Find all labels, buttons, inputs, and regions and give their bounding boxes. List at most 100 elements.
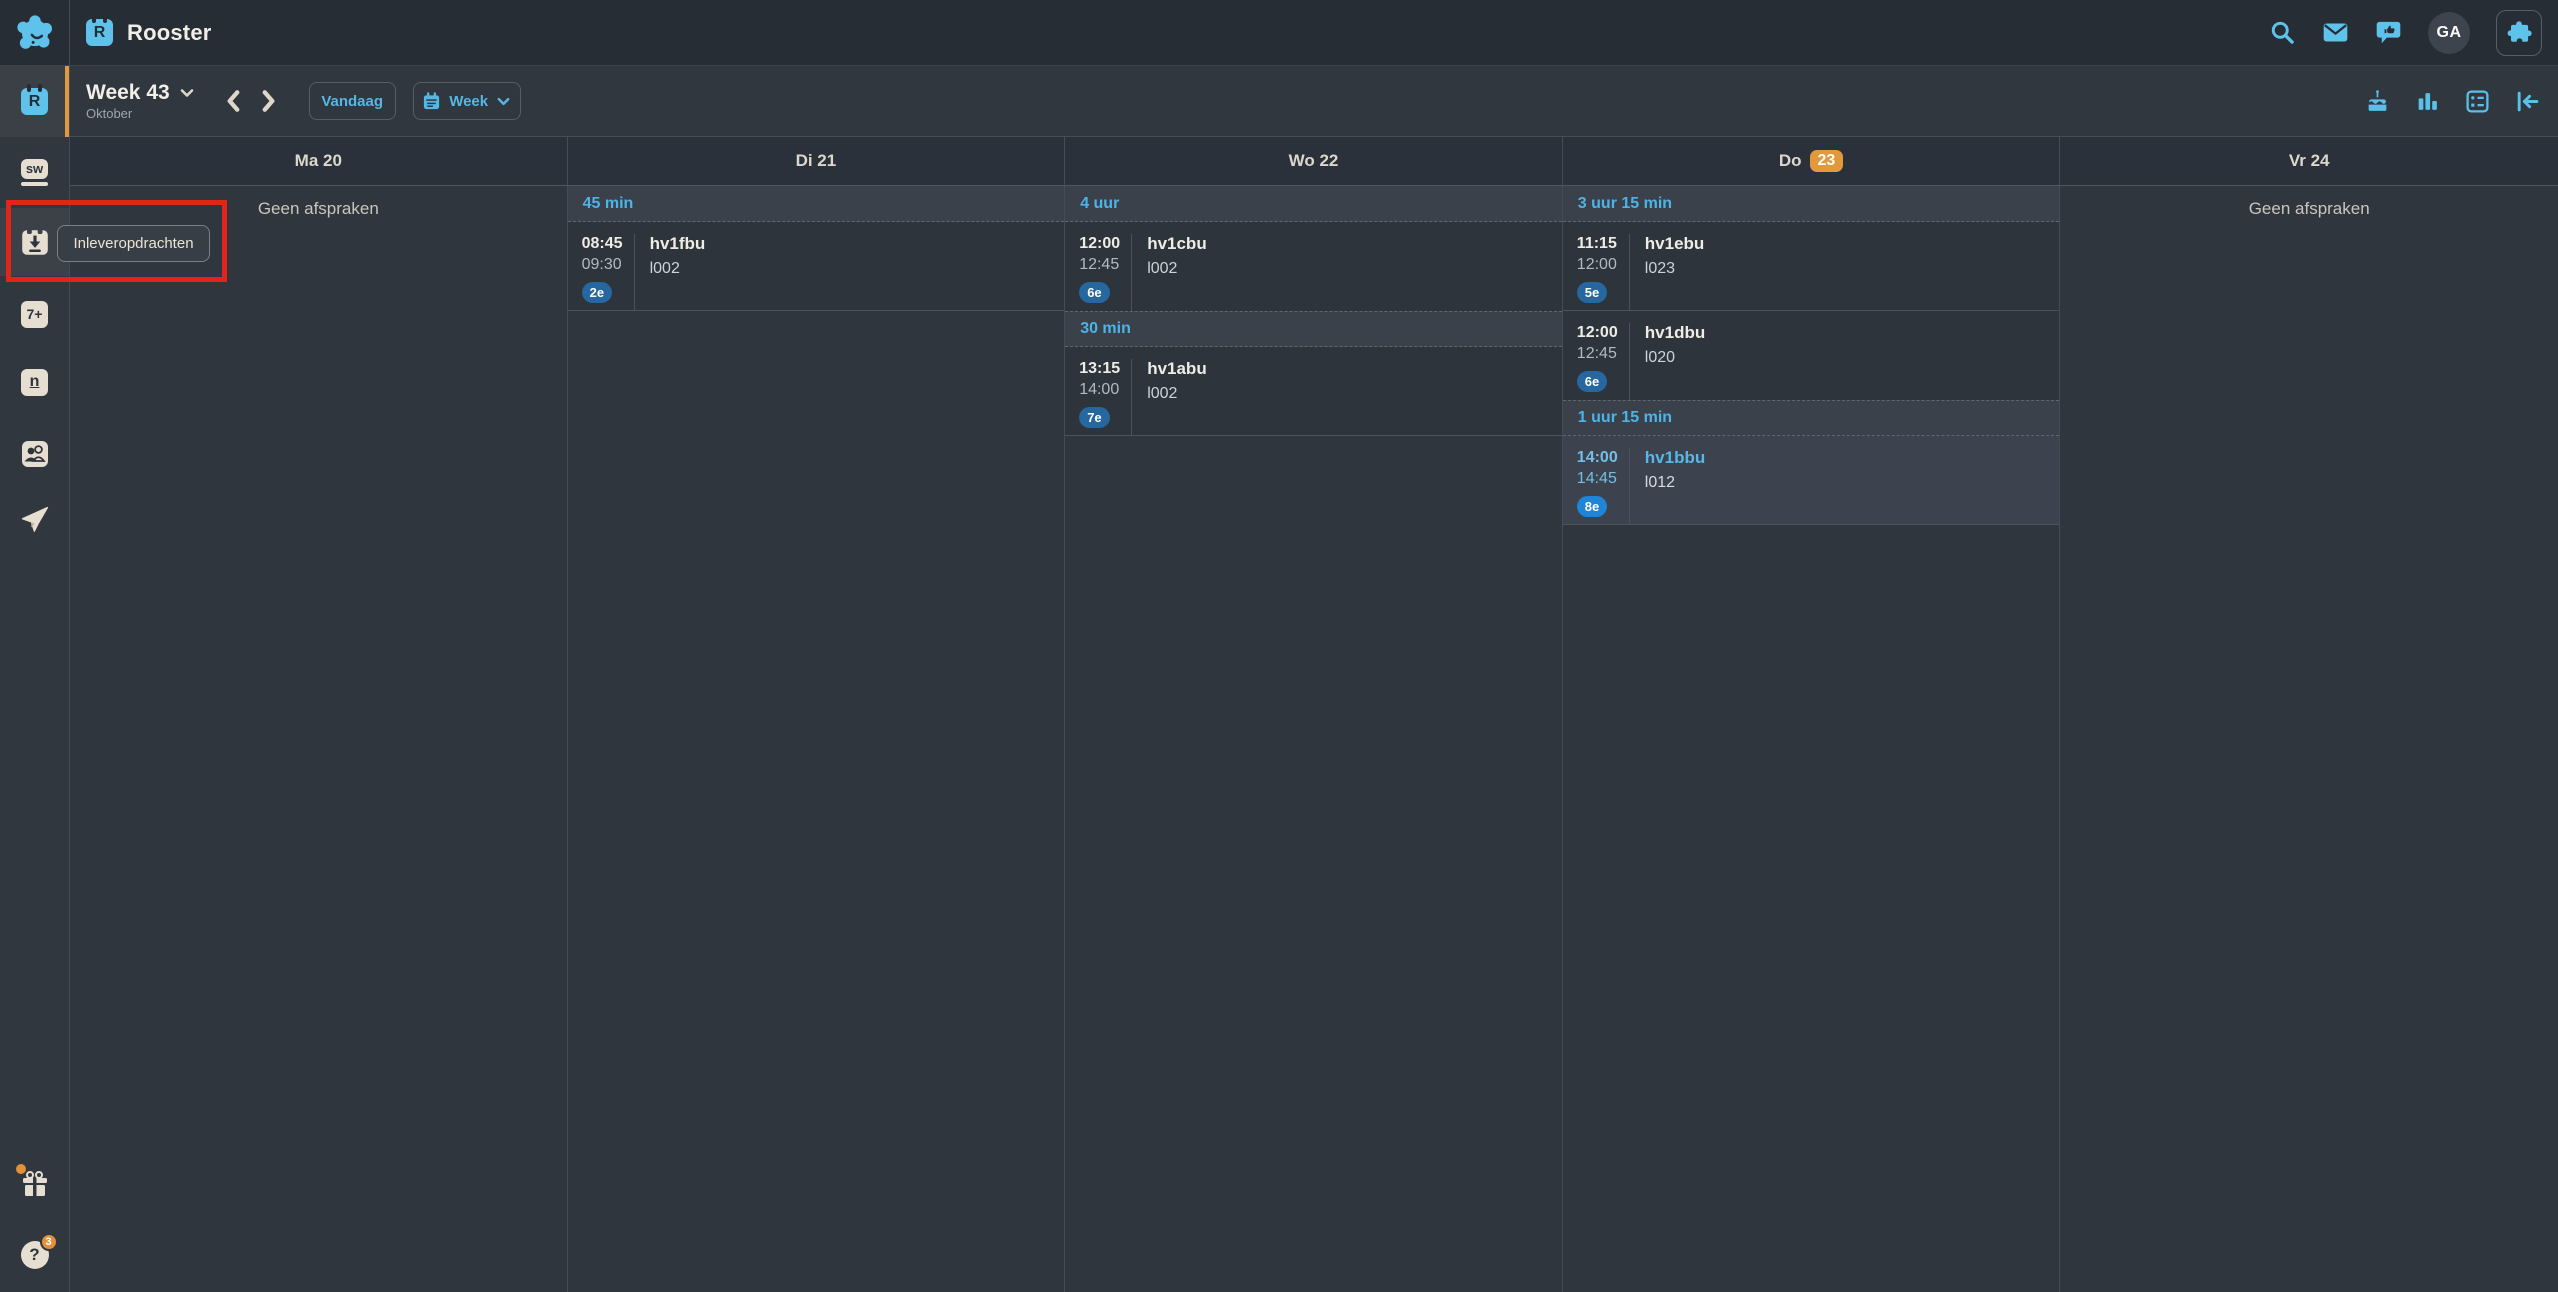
birthdays-icon[interactable] bbox=[2365, 89, 2390, 114]
sidebar-item-cijfers[interactable]: 7+ bbox=[0, 290, 69, 338]
gap-duration-label: 45 min bbox=[582, 194, 634, 212]
sidebar-item-nieuws[interactable]: n bbox=[0, 358, 69, 406]
event-end-time: 12:45 bbox=[1576, 345, 1617, 362]
event-details: hv1ebu l023 bbox=[1628, 234, 1705, 310]
details-list-icon[interactable] bbox=[2465, 89, 2490, 114]
rooster-app-icon: R bbox=[86, 15, 113, 46]
gap-duration-label: 1 uur 15 min bbox=[1577, 409, 1673, 426]
event-course-name: hv1ebu bbox=[1644, 234, 1705, 253]
gap-duration-band: 4 uur bbox=[1065, 186, 1562, 222]
cijfers-icon: 7+ bbox=[21, 300, 48, 328]
gap-duration-label: 3 uur 15 min bbox=[1577, 194, 1673, 212]
sidebar-item-rooster[interactable]: R bbox=[0, 66, 69, 137]
no-appointments-label: Geen afspraken bbox=[2248, 199, 2370, 218]
sidebar-item-leerlingen[interactable] bbox=[0, 430, 69, 478]
event-start-time: 13:15 bbox=[1079, 360, 1121, 377]
feedback-icon[interactable] bbox=[2375, 19, 2402, 46]
cadeau-icon bbox=[15, 1164, 51, 1198]
plugin-button[interactable] bbox=[2496, 9, 2542, 56]
app-logo[interactable] bbox=[0, 13, 70, 53]
gap-duration-band: 3 uur 15 min bbox=[1562, 186, 2060, 222]
somtoday-logo-icon bbox=[17, 14, 52, 49]
event-room: l002 bbox=[1147, 260, 1178, 277]
statistics-icon[interactable] bbox=[2415, 89, 2440, 114]
day-header-vr: Vr 24 bbox=[2060, 137, 2558, 185]
rooster-icon-letter: R bbox=[28, 92, 41, 110]
week-selector[interactable]: Week 43 Oktober bbox=[86, 81, 195, 121]
tooltip-inleveropdrachten: Inleveropdrachten bbox=[57, 225, 210, 262]
period-badge: 7e bbox=[1079, 407, 1110, 428]
gap-duration-band: 1 uur 15 min bbox=[1562, 400, 2060, 436]
paper-plane-icon bbox=[21, 506, 48, 532]
search-icon[interactable] bbox=[2269, 19, 2296, 46]
view-dropdown[interactable]: Week bbox=[412, 82, 521, 120]
event-start-time: 08:45 bbox=[581, 235, 623, 252]
event-end-time: 14:00 bbox=[1079, 381, 1120, 398]
day-header-label: Wo 22 bbox=[1288, 151, 1339, 170]
period-badge: 2e bbox=[581, 282, 613, 303]
day-header-wo: Wo 22 bbox=[1065, 137, 1563, 185]
rooster-icon: R bbox=[21, 84, 48, 115]
event-end-time: 12:00 bbox=[1576, 256, 1617, 273]
week-toolbar: Week 43 Oktober Vandaag Week bbox=[70, 66, 2558, 137]
event-start-time: 11:15 bbox=[1576, 235, 1617, 252]
studiewijzer-icon-label: sw bbox=[25, 161, 44, 176]
today-date-badge: 23 bbox=[1809, 150, 1844, 172]
gap-duration-band: 30 min bbox=[1065, 311, 1562, 347]
previous-week-button[interactable] bbox=[221, 88, 247, 114]
event-course-name: hv1cbu bbox=[1147, 234, 1207, 253]
day-header-ma: Ma 20 bbox=[70, 137, 568, 185]
collapse-left-icon[interactable] bbox=[2515, 89, 2540, 114]
chevron-down-icon bbox=[180, 89, 193, 97]
event-details: hv1cbu l002 bbox=[1131, 234, 1207, 311]
day-header-label: Di 21 bbox=[795, 151, 837, 170]
event-course-name: hv1abu bbox=[1147, 359, 1207, 378]
day-header-di: Di 21 bbox=[568, 137, 1066, 185]
nieuws-icon: n bbox=[21, 368, 48, 396]
avatar[interactable]: GA bbox=[2428, 11, 2470, 54]
help-icon-glyph: ? bbox=[29, 1245, 40, 1264]
notification-dot bbox=[15, 1164, 26, 1174]
event-end-time: 12:45 bbox=[1079, 256, 1120, 273]
day-column-vr: Geen afspraken bbox=[2060, 186, 2558, 1292]
studiewijzer-icon: sw bbox=[21, 158, 48, 186]
sidebar-item-berichten[interactable] bbox=[0, 496, 69, 544]
mail-icon[interactable] bbox=[2322, 19, 2349, 46]
help-badge: 3 bbox=[39, 1233, 58, 1251]
sidebar-item-studiewijzer[interactable]: sw bbox=[0, 148, 69, 196]
event-course-name: hv1fbu bbox=[649, 234, 706, 253]
event-details: hv1fbu l002 bbox=[633, 234, 706, 310]
day-header-row: Ma 20 Di 21 Wo 22 Do 23 Vr 24 bbox=[70, 137, 2558, 186]
lesson-event[interactable]: 13:15 14:00 7e hv1abu l002 bbox=[1065, 347, 1562, 436]
event-details: hv1abu l002 bbox=[1131, 359, 1207, 435]
rooster-app-icon-letter: R bbox=[93, 23, 106, 41]
event-room: l002 bbox=[649, 260, 680, 277]
sidebar-item-help[interactable]: ? 3 bbox=[0, 1230, 69, 1280]
event-room: l023 bbox=[1644, 260, 1676, 277]
event-room: l002 bbox=[1147, 385, 1178, 402]
inleveropdrachten-icon bbox=[21, 228, 48, 255]
period-badge: 6e bbox=[1576, 371, 1608, 392]
gap-duration-band: 45 min bbox=[567, 186, 1065, 222]
today-button[interactable]: Vandaag bbox=[308, 82, 396, 120]
nieuws-icon-label: n bbox=[29, 373, 40, 390]
day-header-label: Vr 24 bbox=[2288, 151, 2330, 170]
sidebar-item-cadeau[interactable] bbox=[0, 1158, 69, 1208]
sidebar-divider bbox=[69, 0, 70, 1292]
day-header-label: Do bbox=[1778, 151, 1802, 170]
top-bar: R Rooster GA bbox=[0, 0, 2558, 66]
next-week-button[interactable] bbox=[255, 88, 281, 114]
leerlingen-icon bbox=[21, 441, 48, 467]
event-start-time: 14:00 bbox=[1576, 449, 1618, 466]
